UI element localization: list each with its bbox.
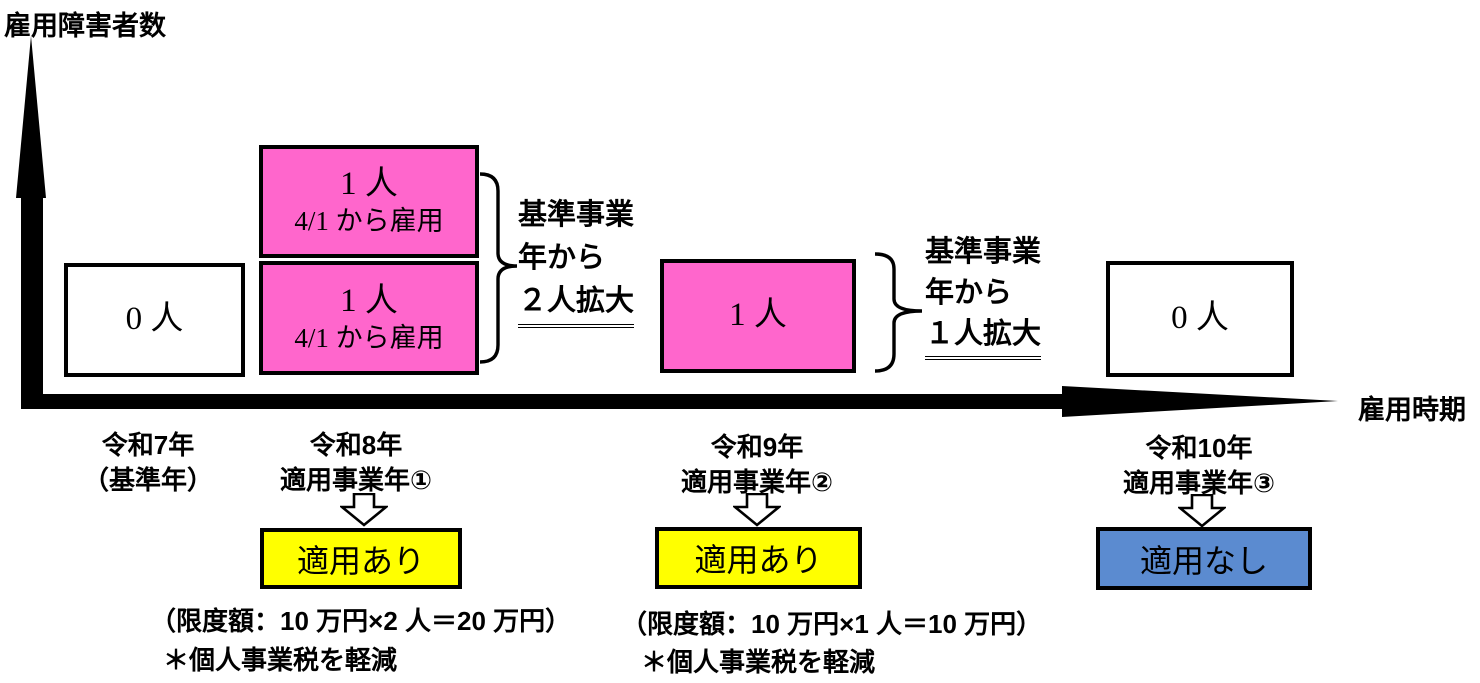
annotation-year1-line2: 年から (518, 242, 606, 274)
box-base-year-count: 0 人 (125, 301, 184, 338)
box-year1-lower-count: 1 人 (340, 282, 398, 319)
box-year1-upper: 1 人 4/1 から雇用 (259, 145, 479, 258)
box-year1-upper-count: 1 人 (340, 166, 398, 202)
x-axis-label: 雇用時期 (1358, 395, 1466, 425)
down-arrow-year3-icon (1178, 494, 1226, 528)
down-arrow-year2-icon (733, 493, 781, 527)
timeline-col-base-year-year: 令和7年 (101, 430, 195, 460)
footnote-year2-limit: （限度額：10 万円×1 人＝10 万円） (621, 609, 1043, 639)
timeline-col-year3-sub: 適用事業年③ (1122, 468, 1275, 498)
annotation-year2-line3: １人拡大 (925, 314, 1042, 360)
annotation-year1: 基準事業 年から ２人拡大 (518, 194, 635, 328)
timeline-col-year3: 令和10年 適用事業年③ (1099, 431, 1299, 501)
annotation-year1-line3: ２人拡大 (518, 280, 635, 328)
y-axis-shaft (21, 190, 43, 409)
footnote-year1-note: ＊個人事業税を軽減 (163, 645, 398, 675)
y-axis-arrowhead-icon (16, 36, 46, 198)
timeline-col-year1-year: 令和8年 (309, 430, 403, 460)
box-year3-count: 0 人 (1171, 300, 1229, 337)
annotation-year1-line1: 基準事業 (518, 199, 635, 231)
timeline-col-year3-year: 令和10年 (1145, 433, 1253, 463)
annotation-year2: 基準事業 年から １人拡大 (925, 232, 1042, 360)
result-box-year1: 適用あり (260, 528, 462, 589)
brace-year2-icon (874, 252, 923, 373)
result-box-year3: 適用なし (1096, 527, 1312, 590)
x-axis-shaft (21, 394, 1066, 409)
footnote-year1-limit: （限度額：10 万円×2 人＝20 万円） (150, 606, 572, 636)
footnote-year2-note: ＊個人事業税を軽減 (641, 647, 876, 677)
annotation-year2-line2: 年から (925, 277, 1013, 309)
box-year3: 0 人 (1106, 261, 1294, 377)
box-year1-lower-note: 4/1 から雇用 (294, 322, 444, 353)
annotation-year2-line1: 基準事業 (925, 236, 1042, 268)
box-year1-upper-note: 4/1 から雇用 (294, 206, 444, 237)
timeline-col-year1-sub: 適用事業年① (279, 465, 432, 495)
timeline-col-year2-sub: 適用事業年② (680, 467, 833, 497)
brace-year1-icon (479, 172, 518, 364)
timeline-col-base-year: 令和7年 （基準年） (48, 428, 248, 498)
down-arrow-year1-icon (340, 493, 388, 527)
box-year2: 1 人 (660, 259, 856, 373)
timeline-col-year1: 令和8年 適用事業年① (256, 428, 456, 498)
timeline-col-year2: 令和9年 適用事業年② (657, 430, 857, 500)
box-year2-count: 1 人 (729, 297, 787, 334)
box-base-year: 0 人 (64, 263, 245, 377)
x-axis-arrowhead-icon (1062, 386, 1338, 417)
y-axis-label: 雇用障害者数 (4, 11, 166, 41)
timeline-col-base-year-sub: （基準年） (82, 465, 213, 495)
result-box-year2: 適用あり (655, 527, 862, 589)
box-year1-lower: 1 人 4/1 から雇用 (259, 261, 479, 375)
timeline-col-year2-year: 令和9年 (710, 432, 804, 462)
